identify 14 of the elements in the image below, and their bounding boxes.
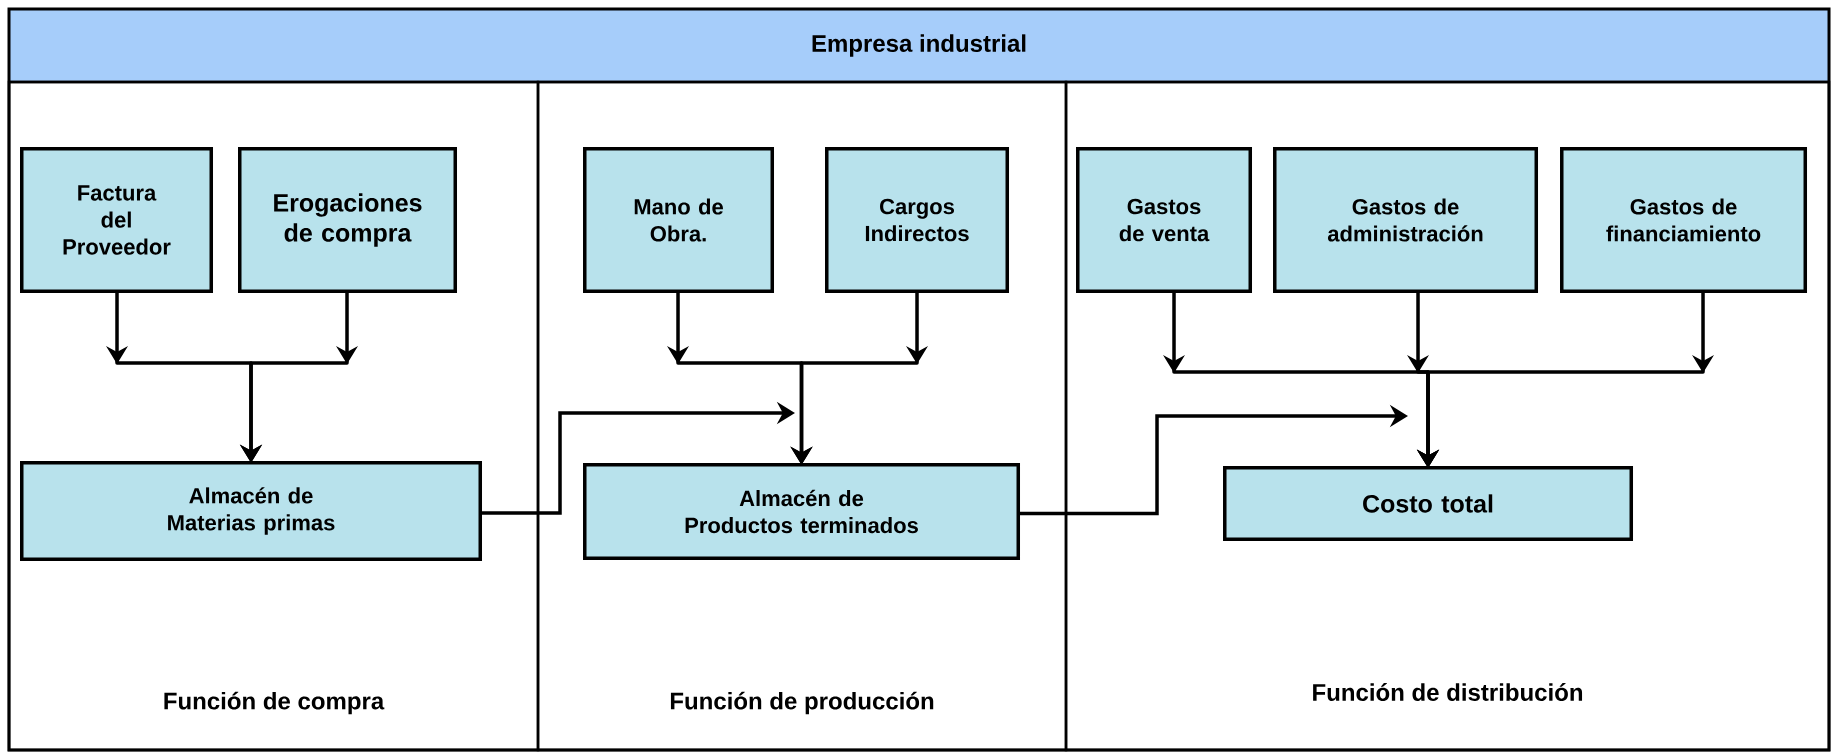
header-band: Empresa industrial <box>9 9 1829 82</box>
process-box: Mano de Obra. <box>583 147 774 293</box>
column-heading: Función de distribución <box>1313 683 1583 701</box>
process-box: Gastos de financiamiento <box>1560 147 1807 293</box>
column-heading: Función de compra <box>164 691 385 715</box>
process-box: Almacén de Materias primas <box>20 461 482 561</box>
process-box: Cargos Indirectos <box>825 147 1009 293</box>
process-box: Erogaciones de compra <box>238 147 457 293</box>
process-box: Gastos de venta <box>1076 147 1252 293</box>
process-box: Gastos de administración <box>1273 147 1538 293</box>
process-box: Factura del Proveedor <box>20 147 213 293</box>
process-box: Costo total <box>1223 466 1633 541</box>
column-heading: Función de producción <box>670 691 934 715</box>
process-box: Almacén de Productos terminados <box>583 463 1020 560</box>
